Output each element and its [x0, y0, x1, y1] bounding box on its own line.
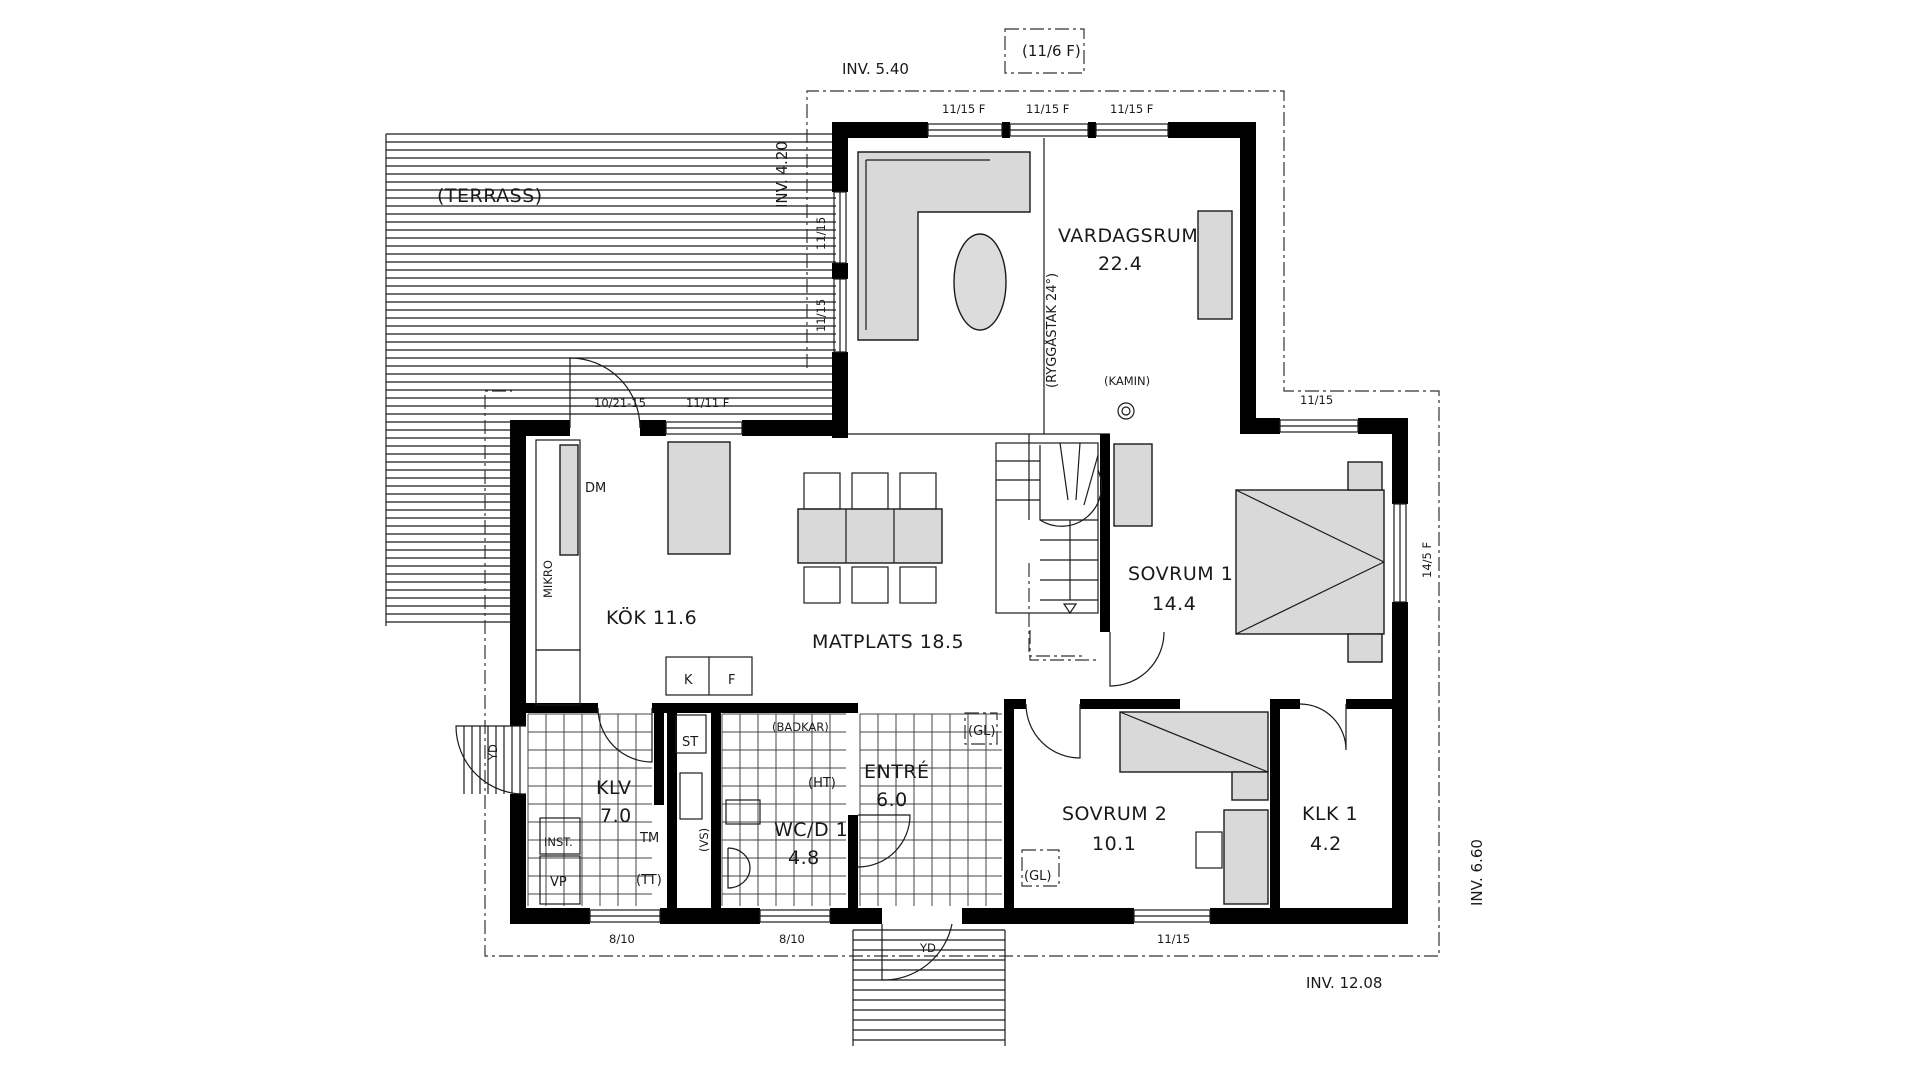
- roof-window-label: (11/6 F): [1022, 42, 1081, 60]
- washbasin-label: (VS): [697, 828, 711, 852]
- fireplace-label: (KAMIN): [1104, 374, 1150, 388]
- dryer-label: (TT): [636, 873, 662, 888]
- annotation-labels: INV. 5.40 (11/6 F) INV. 12.08 INV. 4.20 …: [486, 42, 1486, 992]
- windows: [589, 123, 1407, 923]
- window-label-bedroom1-top: 11/15: [1300, 393, 1333, 407]
- inv-right-label: INV. 6.60: [1468, 839, 1486, 906]
- glass-label-bedroom: (GL): [1024, 869, 1051, 884]
- roof-outline: [484, 28, 1440, 957]
- window-label-left2: 11/15: [814, 299, 828, 332]
- interior-lines: [836, 138, 1110, 520]
- window-label-top2: 11/15 F: [1026, 102, 1069, 116]
- inv-left-label: INV. 4.20: [773, 141, 791, 208]
- storage-label: ST: [682, 735, 698, 750]
- glass-outline-bed2: [1021, 849, 1060, 887]
- closet-area: 4.2: [1310, 833, 1342, 855]
- laundry-area: 7.0: [600, 805, 632, 827]
- roof-window-outline: [1004, 28, 1085, 74]
- entrance-steps: [852, 929, 1006, 1046]
- side-door-label: YD: [486, 744, 500, 761]
- glass-label-entre: (GL): [968, 724, 995, 739]
- microwave-label: MIKRO: [541, 560, 555, 598]
- bedroom1-name: SOVRUM 1: [1128, 563, 1233, 585]
- installation-label: INST.: [544, 835, 573, 849]
- roof-pitch-label: (RYGGÅSTAK 24°): [1044, 273, 1060, 388]
- room-labels: VARDAGSRUM 22.4 KÖK 11.6 MATPLATS 18.5 S…: [596, 225, 1358, 869]
- washer-label: TM: [639, 831, 659, 846]
- fridge-label: K: [684, 673, 693, 688]
- inv-top-label: INV. 5.40: [842, 60, 909, 78]
- window-labels: 11/15 F 11/15 F 11/15 F 11/15 11/15 10/2…: [594, 102, 1434, 946]
- window-label-left1: 11/15: [814, 217, 828, 250]
- bedroom2-area: 10.1: [1092, 833, 1136, 855]
- dishwasher-label: DM: [585, 481, 606, 496]
- window-label-top1: 11/15 F: [942, 102, 985, 116]
- terrace: (TERRASS): [385, 133, 836, 626]
- living-room-area: 22.4: [1098, 253, 1142, 275]
- living-room-name: VARDAGSRUM: [1058, 225, 1198, 247]
- front-door-label: YD: [919, 941, 936, 955]
- towel-rail-label: (HT): [808, 776, 836, 791]
- walls: [510, 122, 1408, 924]
- laundry-name: KLV: [596, 777, 631, 799]
- terrace-door-label: 10/21-15: [594, 396, 646, 410]
- bedroom1-area: 14.4: [1152, 593, 1196, 615]
- window-label-bottom-mid: 8/10: [779, 932, 805, 946]
- inv-bottom-label: INV. 12.08: [1306, 974, 1382, 992]
- terrace-label: (TERRASS): [437, 185, 543, 207]
- entrance-name: ENTRÉ: [864, 760, 930, 783]
- closet-name: KLK 1: [1302, 803, 1358, 825]
- window-label-kitchen: 11/11 F: [686, 396, 729, 410]
- staircase: [995, 442, 1103, 661]
- floor-tiling: [527, 713, 1002, 906]
- kitchen-label: KÖK 11.6: [606, 606, 697, 629]
- terrace-hatching: [385, 133, 836, 626]
- bedroom2-name: SOVRUM 2: [1062, 803, 1167, 825]
- dining-label: MATPLATS 18.5: [812, 631, 964, 653]
- furniture: [535, 151, 1385, 905]
- window-label-top3: 11/15 F: [1110, 102, 1153, 116]
- side-steps: [463, 726, 521, 794]
- glass-outline-entre: [964, 712, 998, 745]
- entrance-area: 6.0: [876, 789, 908, 811]
- doors: [455, 357, 1347, 981]
- window-label-bottom-right: 11/15: [1157, 932, 1190, 946]
- window-label-bedroom1-right: 14/5 F: [1420, 542, 1434, 578]
- freezer-label: F: [728, 673, 735, 688]
- heat-pump-label: VP: [550, 875, 567, 890]
- bathroom-area: 4.8: [788, 847, 820, 869]
- bathroom-name: WC/D 1: [774, 819, 848, 841]
- window-label-bottom-left: 8/10: [609, 932, 635, 946]
- bathtub-label: (BADKAR): [772, 720, 829, 734]
